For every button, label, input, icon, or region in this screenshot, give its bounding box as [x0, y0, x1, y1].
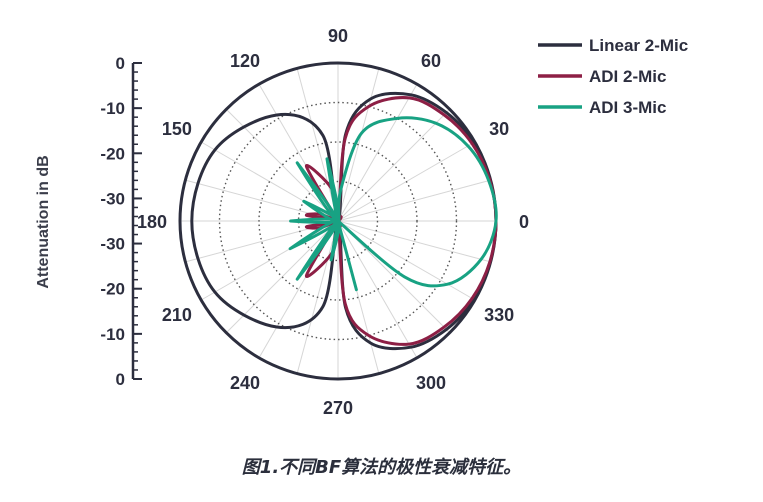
- legend-label: ADI 2-Mic: [589, 67, 666, 86]
- axis-tick-label: 0: [116, 54, 125, 73]
- grid-spoke-345: [337, 220, 491, 263]
- angle-label-300: 300: [416, 373, 446, 393]
- grid-spoke-300: [337, 220, 418, 359]
- grid-spoke-60: [337, 83, 418, 222]
- legend-label: Linear 2-Mic: [589, 36, 688, 55]
- grid-ring-2: [258, 141, 418, 301]
- grid-spoke-15: [337, 179, 491, 222]
- grid-spoke-30: [337, 141, 476, 222]
- axis-tick-label: 0: [116, 370, 125, 389]
- axis-tick-label: -20: [100, 280, 125, 299]
- y-axis-label: Attenuation in dB: [35, 155, 52, 288]
- axis-tick-label: -30: [100, 189, 125, 208]
- grid-spoke-105: [296, 68, 339, 222]
- legend-label: ADI 3-Mic: [589, 98, 666, 117]
- angle-label-180: 180: [137, 212, 167, 232]
- angle-label-270: 270: [323, 398, 353, 418]
- angle-label-240: 240: [230, 373, 260, 393]
- angle-label-330: 330: [484, 305, 514, 325]
- angle-label-210: 210: [162, 305, 192, 325]
- axis-tick-label: -10: [100, 325, 125, 344]
- grid-ring-1: [297, 180, 379, 262]
- grid-ring-3: [218, 101, 458, 341]
- angle-label-0: 0: [519, 212, 529, 232]
- attenuation-axis: 0 -10 -20 -30 -30 -20 -10 0: [100, 54, 142, 389]
- angle-label-60: 60: [421, 51, 441, 71]
- figure-caption: 图1.不同BF算法的极性衰减特征。: [241, 457, 522, 478]
- angle-label-150: 150: [162, 119, 192, 139]
- series-line-adi-3-mic: [288, 116, 498, 292]
- axis-tick-label: -30: [100, 235, 125, 254]
- grid-spoke-210: [200, 220, 339, 301]
- angle-label-90: 90: [328, 26, 348, 46]
- angle-label-120: 120: [230, 51, 260, 71]
- axis-tick-label: -10: [100, 99, 125, 118]
- axis-tick-label: -20: [100, 144, 125, 163]
- angle-labels: 0 30 60 90 120 150 180 210 240 270 300 330: [137, 26, 529, 418]
- series-line-linear-2-mic: [190, 91, 498, 351]
- angle-label-30: 30: [489, 119, 509, 139]
- grid-spoke-45: [337, 108, 451, 222]
- series-layer: [190, 91, 498, 351]
